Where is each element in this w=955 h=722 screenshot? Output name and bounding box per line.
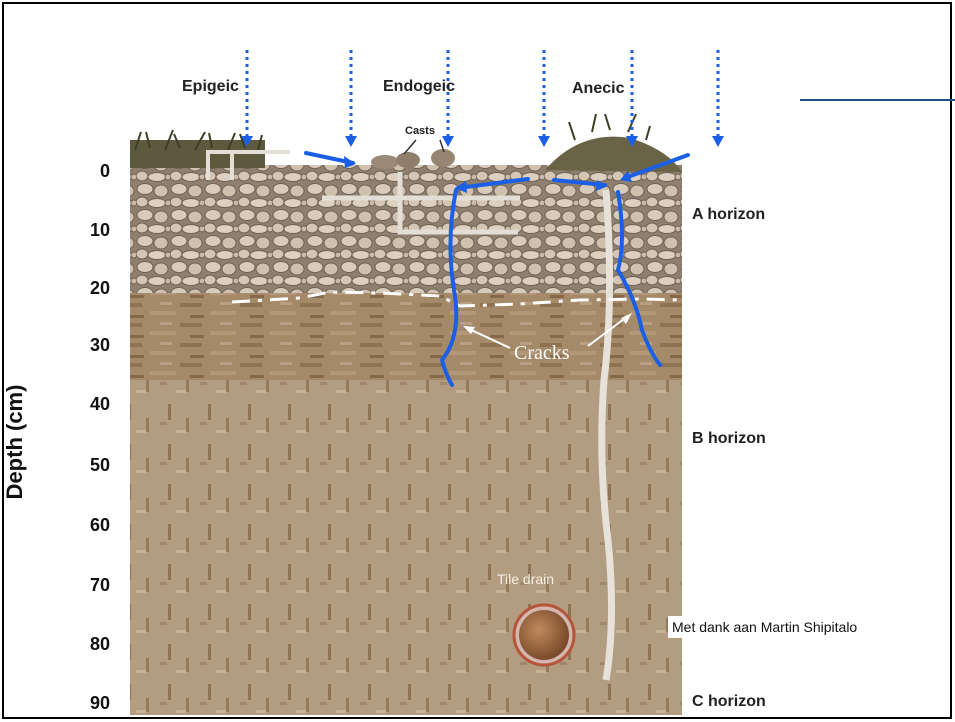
rain-arrows [247, 50, 718, 136]
c-horizon-label: C horizon [692, 693, 766, 711]
tile-drain-label: Tile drain [497, 571, 554, 587]
a-horizon-label: A horizon [692, 206, 765, 224]
anecic-label: Anecic [572, 80, 624, 98]
depth-tick: 70 [70, 575, 110, 595]
depth-tick: 90 [70, 693, 110, 713]
cast [396, 152, 420, 168]
cracks-label: Cracks [514, 342, 570, 365]
depth-tick: 50 [70, 455, 110, 475]
endogeic-label: Endogeic [383, 78, 455, 96]
credit-text: Met dank aan Martin Shipitalo [668, 616, 861, 638]
casts-label: Casts [405, 125, 435, 137]
cast [371, 155, 399, 169]
depth-tick: 0 [70, 161, 110, 181]
epigeic-label: Epigeic [182, 78, 239, 96]
depth-axis-label: Depth (cm) [2, 385, 28, 500]
b-horizon-label: B horizon [692, 430, 766, 448]
depth-tick: 30 [70, 335, 110, 355]
depth-tick: 20 [70, 278, 110, 298]
cast [431, 149, 455, 167]
depth-tick: 60 [70, 515, 110, 535]
rain-arrowheads [241, 136, 724, 147]
depth-tick: 10 [70, 220, 110, 240]
depth-tick: 80 [70, 634, 110, 654]
tile-drain-inner [519, 610, 569, 660]
depth-tick: 40 [70, 394, 110, 414]
